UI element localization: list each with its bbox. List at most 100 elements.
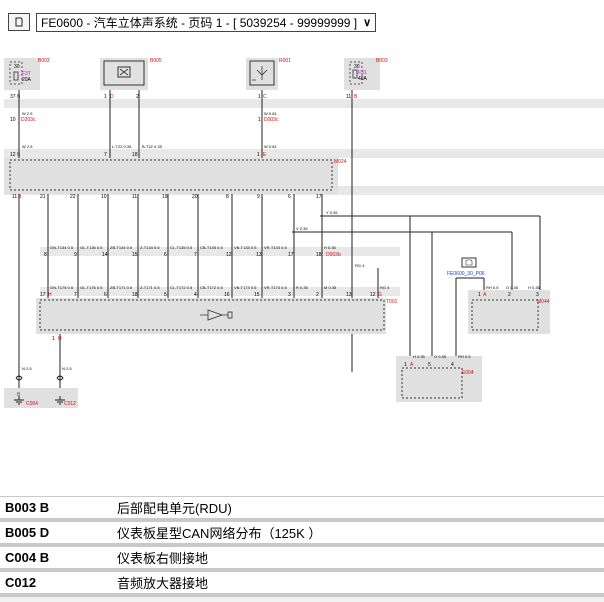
c004-pin-b: B xyxy=(17,392,21,398)
t001-wire-label: ZB-T171 0.5 xyxy=(110,285,133,290)
legend-row: C012 音频放大器接地 xyxy=(0,572,604,597)
t001-pin: 4 xyxy=(194,292,197,298)
e004-component[interactable]: E004 xyxy=(396,356,482,402)
pin-b005-1: 1 xyxy=(104,94,107,100)
t001-wire-label: GL-T176 0.5 xyxy=(80,285,103,290)
m044-pin-a: A xyxy=(483,292,487,298)
e004-wire: H 0.35 xyxy=(413,354,426,359)
e004-pin: 5 xyxy=(428,362,431,368)
b003-left-fuse-rating: 20A xyxy=(22,77,32,83)
pin-m024-in4: 1 xyxy=(257,152,260,158)
m024-out-pin: 20 xyxy=(192,194,198,200)
d003b-pin: 13 xyxy=(256,252,262,258)
m024-code: M024 xyxy=(334,159,347,165)
pin-r001-1b: C xyxy=(263,94,267,100)
wire-b005-1: L-T22 0.35 xyxy=(112,144,132,149)
d203c-pin: 10 xyxy=(10,117,16,123)
pin-r001-1: 1 xyxy=(258,94,261,100)
m024-component[interactable]: M024 xyxy=(4,158,347,194)
b003-right-fuse-id: F31 xyxy=(358,70,367,76)
pin-b003l: 37 xyxy=(10,94,16,100)
d003b-pin: 17 xyxy=(288,252,294,258)
legend-code: C012 xyxy=(5,575,37,590)
t001-wire-label: CL-T172 0.5 xyxy=(170,285,193,290)
ground-c012-icon xyxy=(55,396,65,405)
d003b-pin: 18 xyxy=(316,252,322,258)
e004-pin-a: A xyxy=(410,362,414,368)
amplifier-icon xyxy=(200,309,233,321)
wire-c012: N 2.5 xyxy=(62,366,72,371)
e004-wire: O 0.35 xyxy=(434,354,447,359)
d003b-wire-label: VR-T133 0.5 xyxy=(264,245,287,250)
d003c-pin: 1 xyxy=(258,117,261,123)
m024-out-pin: 11 xyxy=(132,194,137,200)
m044-wire: O 0.35 xyxy=(506,285,519,290)
d003b-wire-labels: GN-T134 0.5 GL-T136 0.5 ZB-T134 0.5 Z-T1… xyxy=(50,245,337,250)
t001-pin: 2 xyxy=(316,292,319,298)
t001-wire-label: VB-T173 0.5 xyxy=(234,285,257,290)
b003-right-component[interactable]: 30 F31 40A B003 xyxy=(344,58,388,90)
b003-left-rail: 30 xyxy=(14,64,20,70)
t001-pin: 7 xyxy=(74,292,77,298)
m024-out-pin: 9 xyxy=(257,194,260,200)
page-selector[interactable]: FE0600 - 汽车立体声系统 - 页码 1 - [ 5039254 - 99… xyxy=(36,12,377,32)
ground-c004-icon xyxy=(14,396,24,405)
fe-link[interactable]: FE0600_30_P06 xyxy=(447,257,485,277)
t001-bot-pin: 1 xyxy=(52,336,55,342)
t001-bot-pin-b: H xyxy=(58,336,62,342)
wire-b003l: W 2.5 xyxy=(22,111,33,116)
b005-code: B005 xyxy=(150,58,162,64)
d003b-wire-label: VB-T133 0.5 xyxy=(234,245,257,250)
page-icon[interactable] xyxy=(8,13,30,31)
t001-pin: 3 xyxy=(288,292,291,298)
m024-out-pin: 6 xyxy=(288,194,291,200)
pin-b003r: 11 xyxy=(346,94,351,100)
d003b-pin: 15 xyxy=(132,252,138,258)
m024-out-pin: 19 xyxy=(162,194,168,200)
t001-pins: 17 H 7 6 18 5 4 16 15 3 2 13 12 G xyxy=(40,292,382,298)
t001-wire-label: CB-T172 0.5 xyxy=(200,285,223,290)
m024-out-pin: 22 xyxy=(70,194,76,200)
t001-pin: 16 xyxy=(224,292,230,298)
e004-pin: 4 xyxy=(451,362,454,368)
m044-component[interactable]: M044 xyxy=(468,290,550,334)
pin-b003r-b: B xyxy=(354,94,358,100)
wire-m024-in4: W 0.81 xyxy=(264,144,277,149)
pin-b005-1b: D xyxy=(110,94,114,100)
m044-wire: RH 0.5 xyxy=(486,285,499,290)
pin-b005-2: 2 xyxy=(136,94,139,100)
legend-code: B003 B xyxy=(5,500,50,515)
legend-row: B003 B 后部配电单元(RDU) xyxy=(0,496,604,522)
t001-code: T001 xyxy=(386,299,398,305)
m024-output-pins: 11 B 21 22 10 11 19 20 8 9 6 17 xyxy=(12,194,322,200)
r001-component[interactable]: R001 xyxy=(246,58,291,90)
legend-overflow-row xyxy=(0,597,604,602)
m044-code: M044 xyxy=(537,299,550,305)
b003-left-component[interactable]: 30 F37 20A B003 xyxy=(4,58,50,90)
wire-bus-mid: V 0.35 xyxy=(296,226,308,231)
m044-wire: H 0.35 xyxy=(528,285,541,290)
m044-pin: 3 xyxy=(536,292,539,298)
m024-out-pin: 17 xyxy=(316,194,322,200)
legend-code: C004 B xyxy=(5,550,50,565)
d003b-pin: 8 xyxy=(44,252,47,258)
c012-code: C012 xyxy=(64,401,76,407)
r001-code: R001 xyxy=(279,58,291,64)
d003b-wire-label: Z-T134 0.5 xyxy=(140,245,160,250)
t001-component[interactable]: T001 xyxy=(36,298,398,334)
t001-wire-labels: GN-T175 0.5 GL-T176 0.5 ZB-T171 0.5 Z-T1… xyxy=(50,285,390,290)
d003c-label: D003c xyxy=(264,117,279,123)
b005-component[interactable]: B005 xyxy=(100,58,162,90)
t001-wire-label: VR-T173 0.5 xyxy=(264,285,287,290)
b003-left-code: B003 xyxy=(38,58,50,64)
d003b-label: D003b xyxy=(326,252,341,258)
page-selector-label: FE0600 - 汽车立体声系统 - 页码 1 - [ 5039254 - 99… xyxy=(41,15,358,30)
legend-description: 仪表板星型CAN网络分布（125K ） xyxy=(117,526,322,541)
t001-wire-label: RG 4 xyxy=(380,285,390,290)
wiring-diagram: 30 F37 20A B003 B005 R001 30 F31 40A B00… xyxy=(4,58,604,408)
b003-right-fuse-rating: 40A xyxy=(358,76,368,82)
pin-m024-in1b: B xyxy=(17,152,21,158)
d003b-wire-label: CL-T135 0.5 xyxy=(170,245,193,250)
m024-out-pin: 21 xyxy=(40,194,46,200)
m024-out-pin: 11 xyxy=(12,194,17,200)
